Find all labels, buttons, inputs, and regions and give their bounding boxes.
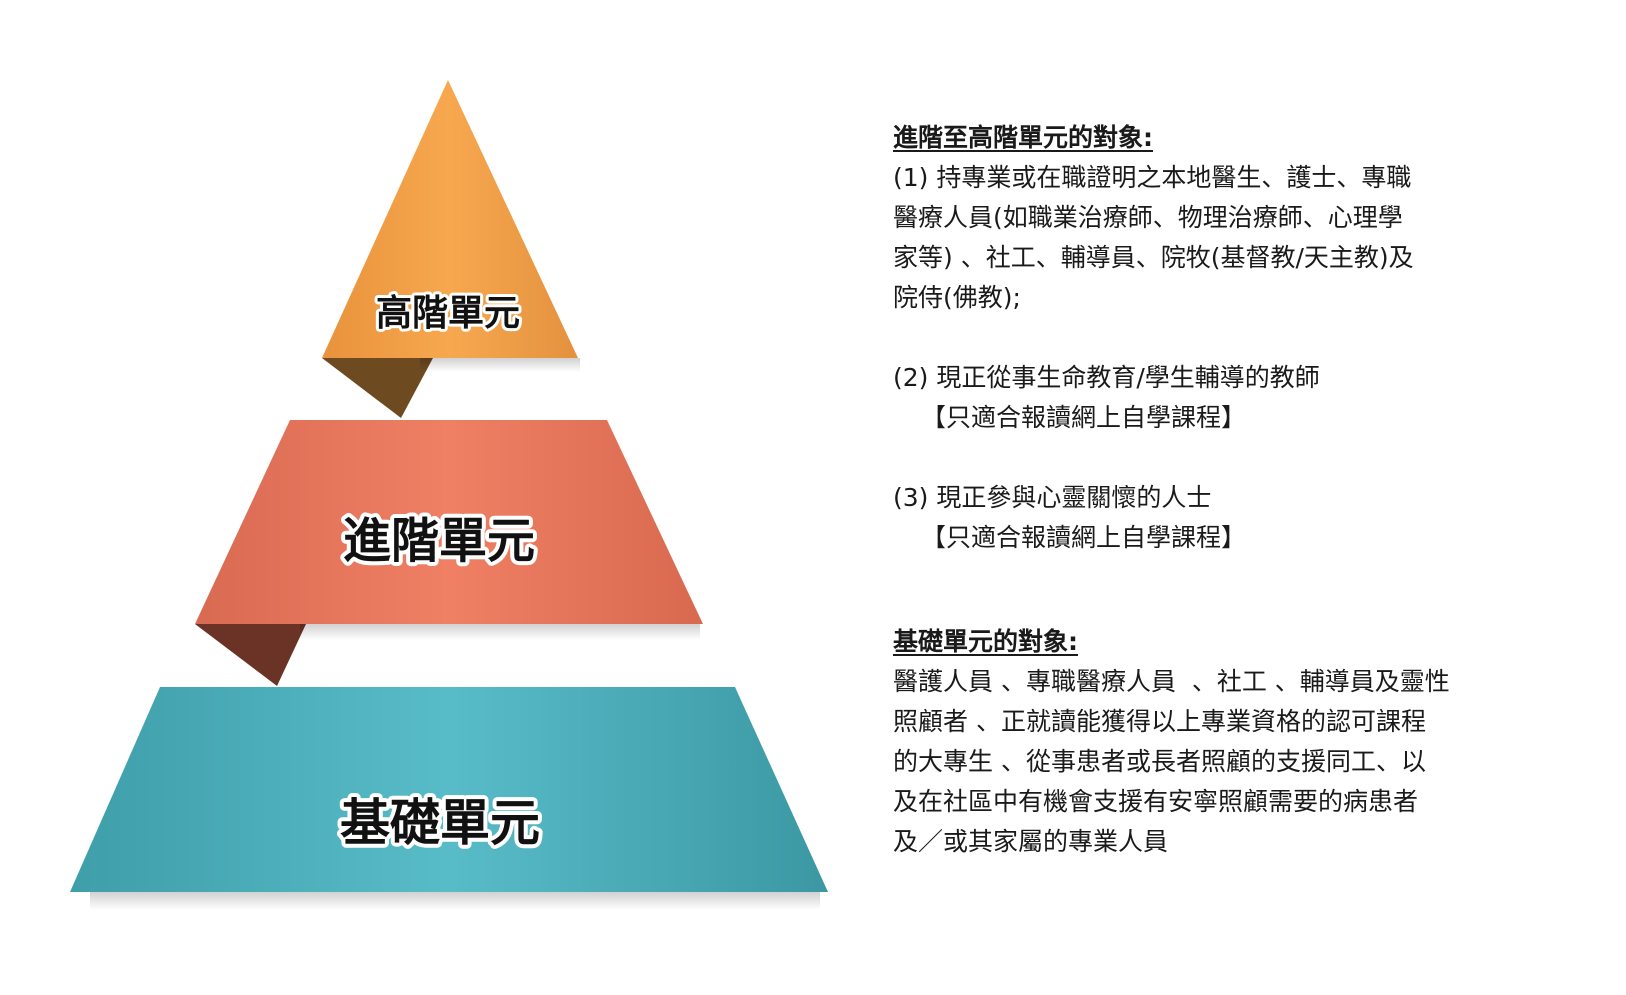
foundation-audience-line: 及／或其家屬的專業人員 — [893, 827, 1169, 856]
advanced-item-1-line: 家等) 、社工、輔導員、院牧(基督教/天主教)及 — [893, 243, 1414, 272]
audience-text-panel: 進階至高階單元的對象: (1) 持專業或在職證明之本地醫生、護士、專職 醫療人員… — [893, 118, 1593, 862]
advanced-item-2: (2) 現正從事生命教育/學生輔導的教師 【只適合報讀網上自學課程】 — [893, 358, 1593, 438]
pyramid-diagram: 高階單元 進階單元 基礎單元 — [70, 80, 828, 910]
tier-advanced-label: 高階單元 — [376, 293, 520, 334]
tier-intermediate-fold — [195, 624, 306, 686]
advanced-item-2-note: 【只適合報讀網上自學課程】 — [921, 403, 1247, 432]
advanced-item-1-line: (1) 持專業或在職證明之本地醫生、護士、專職 — [893, 163, 1412, 192]
foundation-audience-line: 醫護人員 、專職醫療人員 、社工 、輔導員及靈性 — [893, 667, 1450, 696]
spacer — [893, 318, 1593, 358]
tier-intermediate-shadow — [300, 624, 700, 640]
foundation-audience-line: 照顧者 、正就讀能獲得以上專業資格的認可課程 — [893, 707, 1426, 736]
tier-intermediate: 進階單元 — [195, 420, 703, 686]
tier-foundation-label: 基礎單元 — [340, 794, 540, 852]
tier-advanced-fold — [322, 358, 433, 418]
foundation-audience-heading: 基礎單元的對象: — [893, 627, 1078, 656]
advanced-audience-heading: 進階至高階單元的對象: — [893, 123, 1153, 152]
advanced-item-1: (1) 持專業或在職證明之本地醫生、護士、專職 醫療人員(如職業治療師、物理治療… — [893, 158, 1593, 318]
tier-advanced-shadow — [420, 358, 580, 372]
advanced-item-3-text: (3) 現正參與心靈關懷的人士 — [893, 483, 1212, 512]
tier-advanced: 高階單元 — [322, 80, 580, 418]
foundation-audience-body: 醫護人員 、專職醫療人員 、社工 、輔導員及靈性 照顧者 、正就讀能獲得以上專業… — [893, 662, 1593, 862]
tier-foundation-shadow — [90, 892, 820, 910]
advanced-item-1-line: 院侍(佛教); — [893, 283, 1021, 312]
spacer — [893, 558, 1593, 622]
advanced-item-3: (3) 現正參與心靈關懷的人士 【只適合報讀網上自學課程】 — [893, 478, 1593, 558]
advanced-item-1-line: 醫療人員(如職業治療師、物理治療師、心理學 — [893, 203, 1403, 232]
tier-advanced-shape — [322, 80, 578, 358]
advanced-item-2-text: (2) 現正從事生命教育/學生輔導的教師 — [893, 363, 1320, 392]
tier-foundation-shape — [70, 687, 828, 892]
tier-intermediate-shape — [195, 420, 703, 624]
advanced-item-3-note: 【只適合報讀網上自學課程】 — [921, 523, 1247, 552]
foundation-audience-line: 及在社區中有機會支援有安寧照顧需要的病患者 — [893, 787, 1419, 816]
tier-foundation: 基礎單元 — [70, 687, 828, 910]
spacer — [893, 438, 1593, 478]
tier-intermediate-label: 進階單元 — [343, 513, 535, 569]
foundation-audience-line: 的大專生 、從事患者或長者照顧的支援同工、以 — [893, 747, 1426, 776]
